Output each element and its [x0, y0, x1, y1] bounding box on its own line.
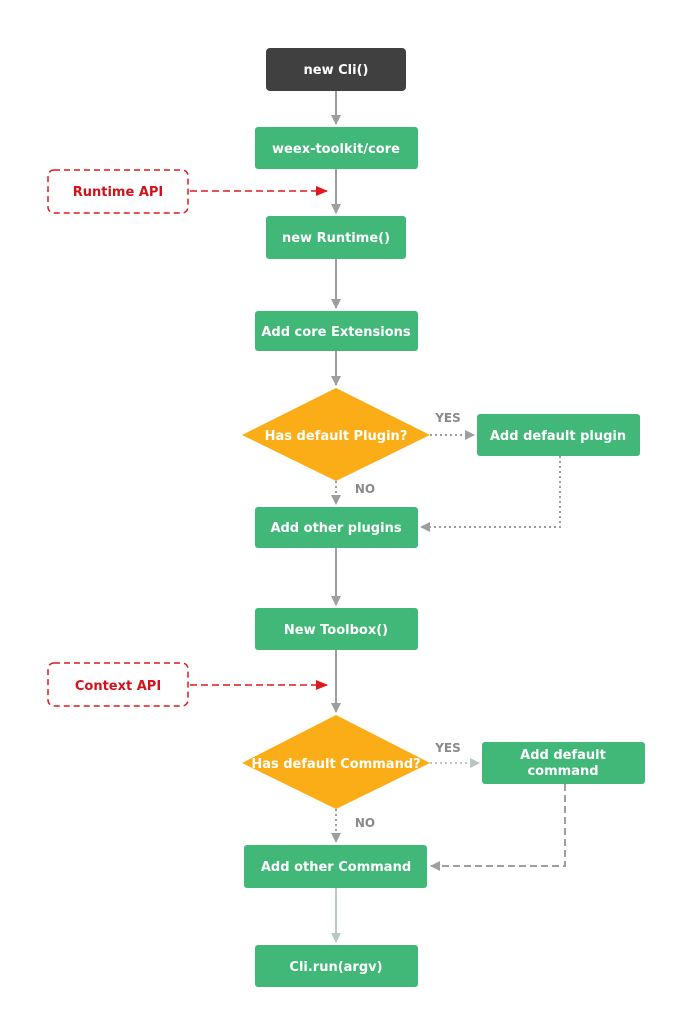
decision-has-default-plugin: Has default Plugin? — [242, 388, 430, 481]
command-yes-label: YES — [434, 741, 461, 755]
plugin-no-label: NO — [355, 482, 375, 496]
runtime-api-box: Runtime API — [47, 169, 189, 214]
node-add-other-command: Add other Command — [244, 845, 427, 888]
decision-has-default-command-label: Has default Command? — [251, 757, 420, 772]
node-add-other-plugins-label: Add other plugins — [270, 521, 401, 536]
node-add-core-extensions-label: Add core Extensions — [261, 325, 411, 340]
node-cli-run-label: Cli.run(argv) — [289, 960, 382, 975]
decision-has-default-command: Has default Command? — [242, 715, 430, 809]
node-add-default-plugin: Add default plugin — [477, 414, 640, 456]
node-cli-run: Cli.run(argv) — [255, 945, 418, 987]
node-add-other-plugins: Add other plugins — [255, 507, 418, 548]
arrow-default-plugin-to-other-plugins — [420, 456, 561, 532]
node-add-default-command: Add default command — [482, 742, 645, 784]
runtime-api-label: Runtime API — [73, 185, 164, 200]
node-new-runtime-label: new Runtime() — [282, 231, 390, 246]
node-new-runtime: new Runtime() — [266, 216, 406, 259]
node-weex-toolkit-core-label: weex-toolkit/core — [272, 142, 400, 157]
node-add-default-plugin-label: Add default plugin — [490, 429, 626, 444]
command-no-label: NO — [355, 816, 375, 830]
node-add-other-command-label: Add other Command — [261, 860, 411, 875]
node-weex-toolkit-core: weex-toolkit/core — [255, 127, 418, 169]
node-add-default-command-line2: command — [527, 764, 598, 779]
node-new-cli-label: new Cli() — [304, 63, 369, 78]
context-api-label: Context API — [75, 679, 161, 694]
arrow-default-command-to-other-command — [430, 784, 566, 871]
node-new-toolbox-label: New Toolbox() — [284, 623, 388, 638]
node-add-default-command-line1: Add default — [520, 748, 606, 763]
plugin-yes-label: YES — [434, 411, 461, 425]
context-api-box: Context API — [47, 662, 189, 707]
node-new-toolbox: New Toolbox() — [255, 608, 418, 650]
connectors — [190, 91, 566, 943]
node-new-cli: new Cli() — [266, 48, 406, 91]
node-add-core-extensions: Add core Extensions — [255, 311, 418, 351]
decision-has-default-plugin-label: Has default Plugin? — [265, 429, 408, 444]
